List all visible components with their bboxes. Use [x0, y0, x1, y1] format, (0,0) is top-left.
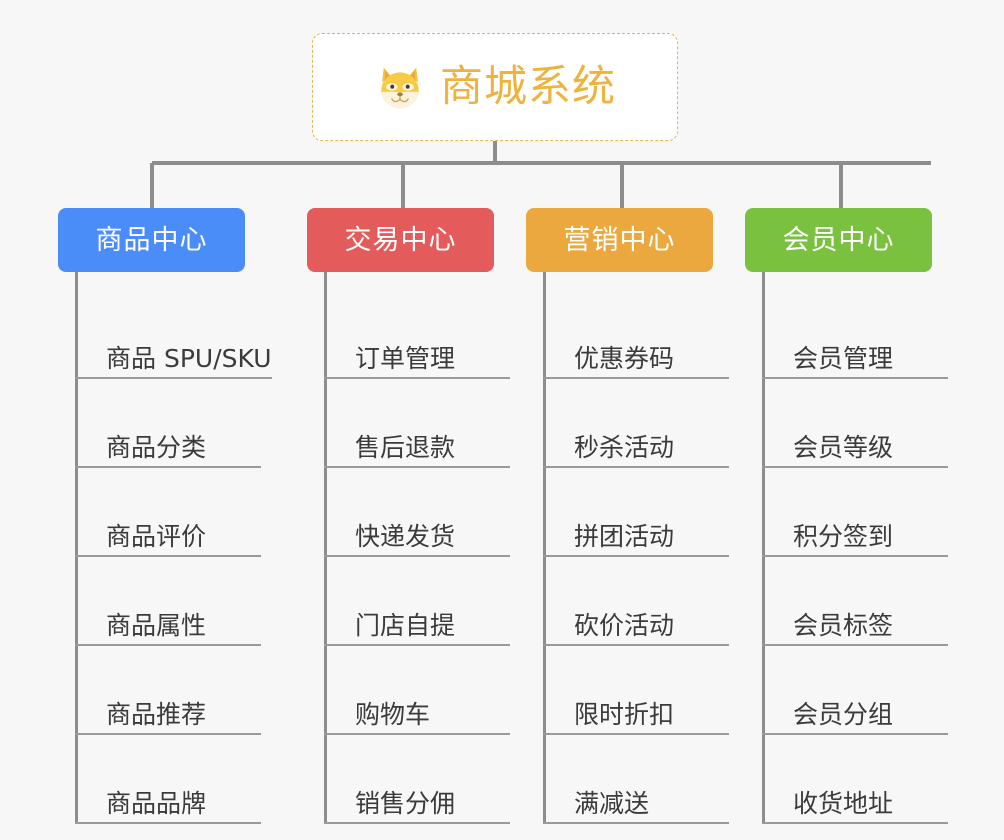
leaf-label: 积分签到 — [793, 521, 894, 551]
list-item[interactable]: 快递发货 — [307, 468, 510, 557]
leaf-label: 收货地址 — [793, 788, 894, 818]
list-item[interactable]: 收货地址 — [745, 735, 948, 824]
leaf-label: 快递发货 — [355, 521, 456, 551]
leaf-label: 商品属性 — [106, 610, 207, 640]
list-item[interactable]: 会员管理 — [745, 290, 948, 379]
leaf-underline: 商品 SPU/SKU — [75, 343, 272, 379]
list-item[interactable]: 秒杀活动 — [526, 379, 729, 468]
leaf-underline: 会员管理 — [762, 343, 948, 379]
category-box-member-center[interactable]: 会员中心 — [745, 208, 932, 272]
leaf-label: 会员管理 — [793, 343, 894, 373]
leaf-underline: 收货地址 — [762, 788, 948, 824]
leaf-label: 商品分类 — [106, 432, 207, 462]
list-item[interactable]: 满减送 — [526, 735, 729, 824]
leaf-list-member-center: 会员管理 会员等级 积分签到 会员标签 会员分组 — [745, 272, 948, 824]
list-item[interactable]: 商品 SPU/SKU — [58, 290, 272, 379]
leaf-underline: 会员分组 — [762, 699, 948, 735]
leaf-underline: 销售分佣 — [324, 788, 510, 824]
leaf-underline: 优惠券码 — [543, 343, 729, 379]
list-item[interactable]: 商品品牌 — [58, 735, 261, 824]
branch-column-member-center: 会员中心 会员管理 会员等级 积分签到 会员标签 — [745, 208, 948, 824]
shiba-dog-icon — [374, 61, 426, 113]
list-item[interactable]: 商品分类 — [58, 379, 261, 468]
leaf-underline: 秒杀活动 — [543, 432, 729, 468]
list-item[interactable]: 购物车 — [307, 646, 510, 735]
list-item[interactable]: 会员等级 — [745, 379, 948, 468]
list-item[interactable]: 销售分佣 — [307, 735, 510, 824]
leaf-underline: 快递发货 — [324, 521, 510, 557]
leaf-rail — [543, 272, 546, 824]
leaf-label: 购物车 — [355, 699, 431, 729]
leaf-label: 秒杀活动 — [574, 432, 675, 462]
leaf-underline: 拼团活动 — [543, 521, 729, 557]
category-label: 营销中心 — [563, 224, 676, 256]
leaf-label: 门店自提 — [355, 610, 456, 640]
leaf-list-marketing-center: 优惠券码 秒杀活动 拼团活动 砍价活动 限时折扣 — [526, 272, 729, 824]
list-item[interactable]: 订单管理 — [307, 290, 510, 379]
category-box-marketing-center[interactable]: 营销中心 — [526, 208, 713, 272]
leaf-underline: 满减送 — [543, 788, 729, 824]
list-item[interactable]: 砍价活动 — [526, 557, 729, 646]
root-title: 商城系统 — [440, 61, 616, 112]
list-item[interactable]: 门店自提 — [307, 557, 510, 646]
leaf-rail — [324, 272, 327, 824]
leaf-underline: 砍价活动 — [543, 610, 729, 646]
leaf-label: 限时折扣 — [574, 699, 675, 729]
category-box-product-center[interactable]: 商品中心 — [58, 208, 245, 272]
leaf-underline: 商品品牌 — [75, 788, 261, 824]
leaf-underline: 积分签到 — [762, 521, 948, 557]
leaf-label: 会员标签 — [793, 610, 894, 640]
list-item[interactable]: 商品评价 — [58, 468, 261, 557]
list-item[interactable]: 商品推荐 — [58, 646, 261, 735]
leaf-underline: 门店自提 — [324, 610, 510, 646]
leaf-underline: 售后退款 — [324, 432, 510, 468]
list-item[interactable]: 优惠券码 — [526, 290, 729, 379]
list-item[interactable]: 限时折扣 — [526, 646, 729, 735]
list-item[interactable]: 积分签到 — [745, 468, 948, 557]
leaf-label: 售后退款 — [355, 432, 456, 462]
leaf-rail — [75, 272, 78, 824]
leaf-label: 满减送 — [574, 788, 650, 818]
leaf-underline: 会员等级 — [762, 432, 948, 468]
leaf-label: 商品评价 — [106, 521, 207, 551]
branch-column-trade-center: 交易中心 订单管理 售后退款 快递发货 门店自提 — [307, 208, 510, 824]
list-item[interactable]: 拼团活动 — [526, 468, 729, 557]
category-box-trade-center[interactable]: 交易中心 — [307, 208, 494, 272]
category-label: 商品中心 — [95, 224, 208, 256]
list-item[interactable]: 售后退款 — [307, 379, 510, 468]
leaf-underline: 限时折扣 — [543, 699, 729, 735]
leaf-label: 优惠券码 — [574, 343, 675, 373]
leaf-underline: 订单管理 — [324, 343, 510, 379]
list-item[interactable]: 商品属性 — [58, 557, 261, 646]
leaf-label: 商品品牌 — [106, 788, 207, 818]
branch-column-product-center: 商品中心 商品 SPU/SKU 商品分类 商品评价 商品属性 — [58, 208, 272, 824]
leaf-underline: 商品分类 — [75, 432, 261, 468]
category-label: 交易中心 — [344, 224, 457, 256]
branch-column-marketing-center: 营销中心 优惠券码 秒杀活动 拼团活动 砍价活动 — [526, 208, 729, 824]
leaf-label: 会员等级 — [793, 432, 894, 462]
leaf-label: 商品 SPU/SKU — [106, 343, 272, 373]
leaf-underline: 会员标签 — [762, 610, 948, 646]
leaf-underline: 商品评价 — [75, 521, 261, 557]
leaf-rail — [762, 272, 765, 824]
list-item[interactable]: 会员分组 — [745, 646, 948, 735]
leaf-label: 会员分组 — [793, 699, 894, 729]
list-item[interactable]: 会员标签 — [745, 557, 948, 646]
leaf-label: 拼团活动 — [574, 521, 675, 551]
root-node[interactable]: 商城系统 — [312, 33, 678, 141]
leaf-underline: 商品属性 — [75, 610, 261, 646]
leaf-underline: 购物车 — [324, 699, 510, 735]
leaf-label: 砍价活动 — [574, 610, 675, 640]
leaf-underline: 商品推荐 — [75, 699, 261, 735]
category-label: 会员中心 — [782, 224, 895, 256]
leaf-label: 订单管理 — [355, 343, 456, 373]
leaf-label: 销售分佣 — [355, 788, 456, 818]
leaf-list-trade-center: 订单管理 售后退款 快递发货 门店自提 购物车 — [307, 272, 510, 824]
leaf-list-product-center: 商品 SPU/SKU 商品分类 商品评价 商品属性 商品推荐 — [58, 272, 272, 824]
leaf-label: 商品推荐 — [106, 699, 207, 729]
